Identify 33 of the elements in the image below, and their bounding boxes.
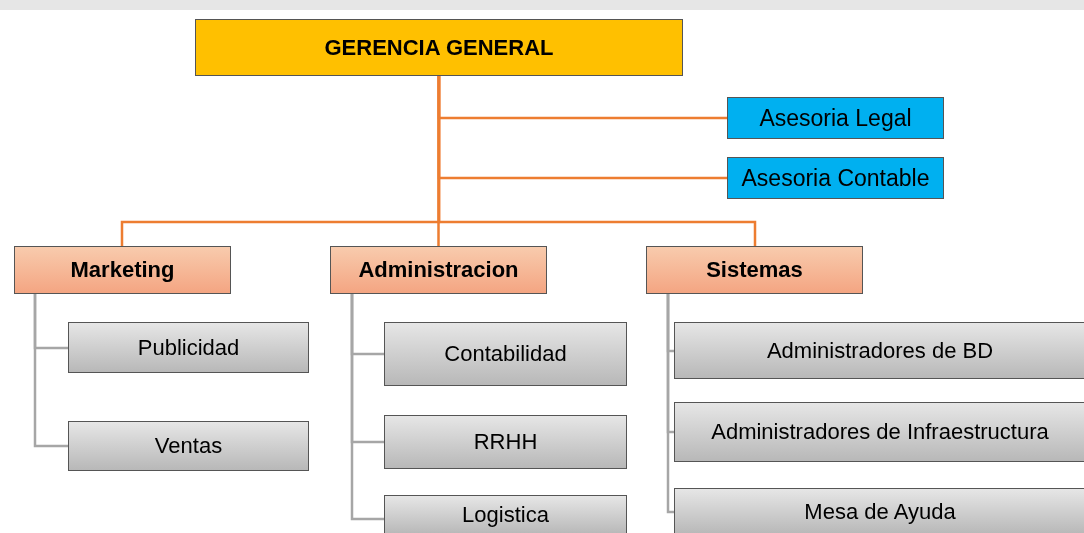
unit-box bbox=[674, 488, 1084, 533]
node-label: Mesa de Ayuda bbox=[804, 498, 956, 525]
node-label: Logistica bbox=[462, 502, 549, 528]
unit-box bbox=[384, 415, 627, 469]
department-box bbox=[14, 246, 231, 294]
unit-box bbox=[384, 322, 627, 386]
department-box bbox=[330, 246, 547, 294]
node-label: Administracion bbox=[358, 257, 519, 283]
advisory-box bbox=[727, 157, 944, 199]
node-label: Asesoria Legal bbox=[759, 104, 912, 132]
node-label: Contabilidad bbox=[444, 341, 567, 367]
node-label: Asesoria Contable bbox=[741, 164, 930, 192]
unit-box bbox=[68, 322, 309, 373]
connector-line bbox=[666, 294, 674, 514]
executive-box bbox=[195, 19, 683, 76]
node-label: RRHH bbox=[473, 429, 538, 455]
node-label: Ventas bbox=[154, 433, 223, 459]
connector-line bbox=[33, 294, 68, 448]
unit-box bbox=[674, 322, 1084, 379]
unit-box bbox=[384, 495, 627, 533]
node-label: GERENCIA GENERAL bbox=[324, 34, 554, 61]
node-label: Marketing bbox=[70, 257, 175, 283]
unit-box bbox=[674, 402, 1084, 462]
node-label: Administradores de Infraestructura bbox=[711, 419, 1049, 445]
unit-box bbox=[68, 421, 309, 471]
connector-line bbox=[350, 294, 384, 521]
node-label: Publicidad bbox=[137, 334, 240, 361]
advisory-box bbox=[727, 97, 944, 139]
connector-line bbox=[437, 76, 440, 246]
node-label: Administradores de BD bbox=[766, 337, 994, 364]
connector-line bbox=[437, 76, 757, 246]
node-label: Sistemas bbox=[706, 257, 803, 283]
department-box bbox=[646, 246, 863, 294]
